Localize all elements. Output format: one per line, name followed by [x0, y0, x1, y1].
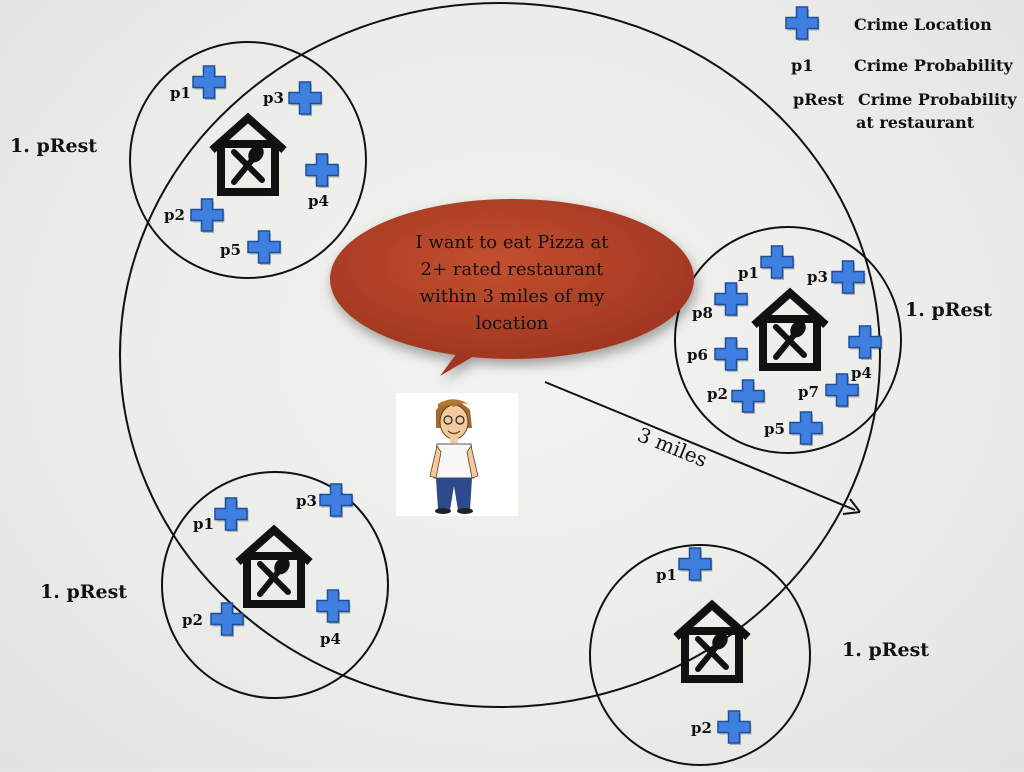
crime-cross-icon [319, 483, 354, 518]
crime-probability-label: p2 [691, 719, 712, 737]
crime-probability-label: p7 [798, 383, 819, 401]
crime-cross-icon [831, 260, 866, 295]
legend-prest-value-line1: Crime Probability [858, 90, 1017, 109]
restaurant-circle-right [674, 226, 902, 454]
restaurant-circle-bottom-left [161, 471, 389, 699]
crime-probability-label: p1 [656, 566, 677, 584]
legend-p1-value: Crime Probability [854, 56, 1013, 75]
crime-cross-icon [760, 245, 795, 280]
legend-crime-cross-icon [785, 6, 820, 41]
crime-probability-label: p6 [687, 346, 708, 364]
crime-probability-label: p2 [707, 385, 728, 403]
crime-cross-icon [714, 282, 749, 317]
crime-probability-label: p4 [320, 630, 341, 648]
crime-probability-label: p4 [851, 364, 872, 382]
speech-bubble-line-2: 2+ rated restaurant [421, 259, 605, 280]
speech-bubble [330, 199, 694, 376]
crime-probability-label: p3 [807, 268, 828, 286]
restaurant-house-icon [209, 112, 287, 196]
legend: Crime Location p1 Crime Probability pRes… [785, 6, 1017, 132]
crime-probability-label: p8 [692, 304, 713, 322]
crime-cross-icon [214, 497, 249, 532]
crime-cross-icon [717, 710, 752, 745]
restaurant-circle-top-left [129, 41, 367, 279]
restaurant-circle-bottom-right [589, 544, 811, 766]
crime-probability-label: p5 [764, 420, 785, 438]
speech-bubble-line-1: I want to eat Pizza at [416, 232, 610, 253]
crime-probability-label: p1 [170, 84, 191, 102]
crime-cross-icon [714, 337, 749, 372]
restaurant-label-bottom-right: 1. pRest [842, 639, 929, 661]
restaurant-house-icon [235, 524, 313, 608]
crime-probability-label: p4 [308, 192, 329, 210]
legend-p1-key: p1 [791, 56, 813, 75]
crime-probability-label: p2 [164, 206, 185, 224]
crime-cross-icon [789, 411, 824, 446]
restaurant-house-icon [751, 287, 829, 371]
crime-cross-icon [305, 153, 340, 188]
radius-arrow [544, 381, 861, 515]
crime-cross-icon [247, 230, 282, 265]
restaurant-label-top-left: 1. pRest [10, 135, 97, 157]
crime-probability-label: p3 [296, 492, 317, 510]
person-avatar-icon [396, 393, 518, 516]
crime-probability-label: p1 [193, 515, 214, 533]
restaurant-label-right: 1. pRest [905, 299, 992, 321]
crime-probability-label: p2 [182, 611, 203, 629]
three-mile-radius-circle [119, 2, 881, 708]
crime-cross-icon [288, 81, 323, 116]
crime-cross-icon [731, 379, 766, 414]
crime-cross-icon [848, 325, 883, 360]
crime-cross-icon [210, 602, 245, 637]
restaurant-label-bottom-left: 1. pRest [40, 581, 127, 603]
crime-cross-icon [316, 589, 351, 624]
crime-cross-icon [825, 373, 860, 408]
crime-probability-label: p3 [263, 89, 284, 107]
legend-prest-value-line2: at restaurant [856, 113, 975, 132]
crime-probability-label: p1 [738, 264, 759, 282]
radius-label: 3 miles [634, 422, 711, 472]
legend-prest-key: pRest [793, 90, 845, 109]
legend-crime-location-label: Crime Location [854, 15, 992, 34]
speech-bubble-line-3: within 3 miles of my [420, 286, 606, 307]
crime-cross-icon [192, 65, 227, 100]
crime-cross-icon [678, 547, 713, 582]
crime-probability-label: p5 [220, 241, 241, 259]
speech-bubble-line-4: location [476, 313, 549, 334]
crime-cross-icon [190, 198, 225, 233]
restaurant-house-icon [673, 599, 751, 683]
